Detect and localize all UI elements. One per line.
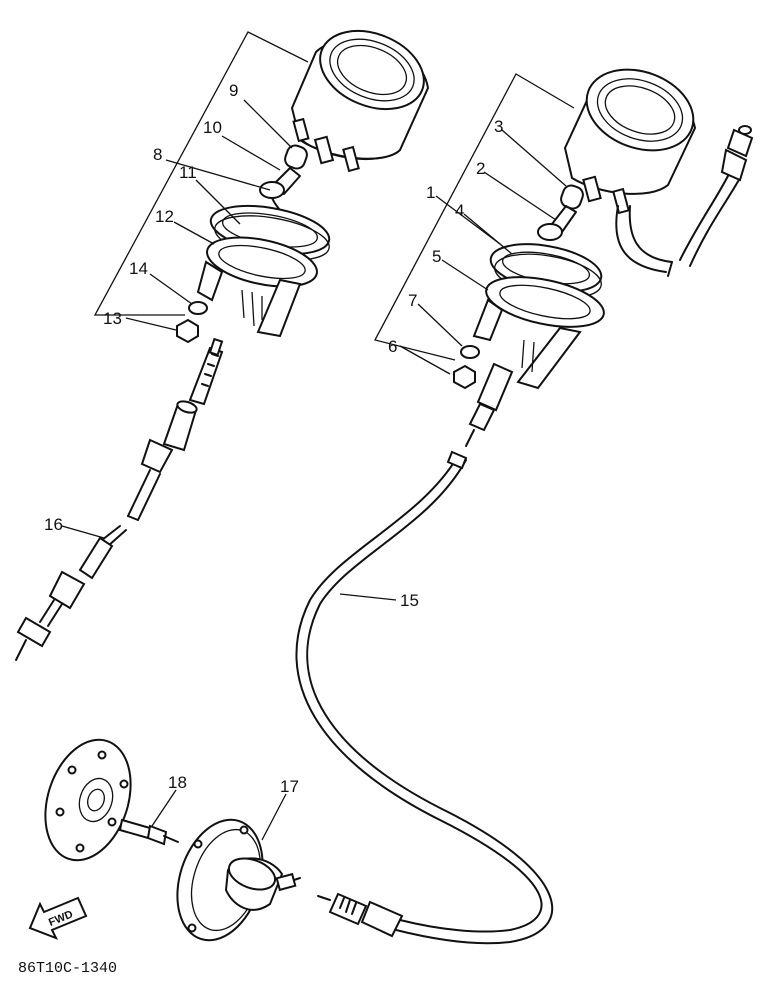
left-bracket-line [93,31,309,316]
left-mounting-bracket [196,236,318,338]
callout-18: 18 [168,773,187,792]
right-nut [453,364,476,390]
right-mounting-bracket [472,276,605,390]
callout-6: 6 [388,337,397,356]
callout-3: 3 [494,117,503,136]
left-gauge-body [290,29,430,173]
callout-1: 1 [426,183,435,202]
wheel-hub-plate [44,738,132,862]
callout-4: 4 [455,201,464,220]
callout-12: 12 [155,207,174,226]
callout-13: 13 [103,309,122,328]
right-bulb-socket [537,184,584,241]
left-tach-cable [15,337,224,661]
callout-16: 16 [44,515,63,534]
speedometer-cable [295,450,554,945]
callout-17: 17 [280,777,299,796]
right-washer [460,345,480,359]
left-nut [176,318,199,344]
callout-labels: 9 10 8 11 12 14 13 16 3 2 1 4 5 7 6 15 1… [44,81,503,796]
right-gauge-body [563,68,697,215]
right-meter-assembly [374,68,754,447]
left-washer [188,301,208,315]
callout-7: 7 [408,291,417,310]
callout-9: 9 [229,81,238,100]
drawing-code: 86T10C-1340 [18,960,117,977]
callout-10: 10 [203,118,222,137]
speedometer-gear-unit [176,818,301,942]
right-bracket-line [374,73,575,361]
callout-15: 15 [400,591,419,610]
right-cable-upper-end [465,362,514,447]
right-wire-lead [615,125,754,277]
fwd-arrow-icon: FWD [28,896,88,940]
drive-pin [118,818,179,846]
leader-lines [61,99,567,841]
callout-8: 8 [153,145,162,164]
left-meter-assembly [15,29,430,661]
callout-2: 2 [476,159,485,178]
callout-14: 14 [129,259,148,278]
callout-11: 11 [179,163,197,182]
callout-5: 5 [432,247,441,266]
